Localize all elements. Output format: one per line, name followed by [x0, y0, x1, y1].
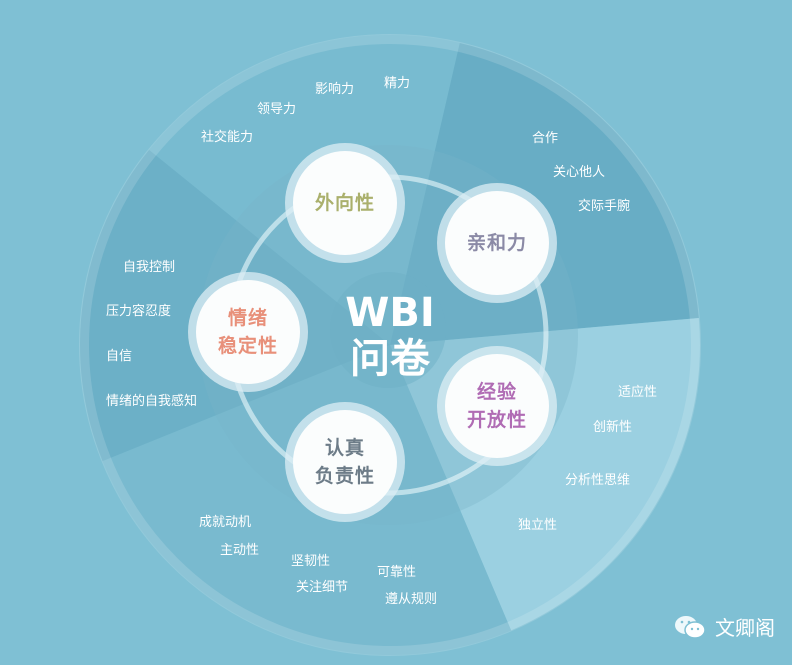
wechat-icon [675, 615, 706, 639]
facet-label: 遵从规则 [385, 592, 438, 607]
watermark: 文卿阁 [673, 612, 775, 641]
trait-label: 开放性 [466, 409, 527, 431]
trait-label: 经验 [476, 381, 517, 403]
trait-label: 认真 [324, 437, 365, 459]
wedge-conscientiousness [102, 345, 512, 655]
facet-label: 分析性思维 [565, 473, 631, 488]
title-line1: WBI [345, 290, 435, 336]
facet-label: 社交能力 [201, 130, 254, 145]
facet-label: 关注细节 [296, 580, 349, 595]
facet-label: 领导力 [257, 102, 297, 117]
watermark-text: 文卿阁 [715, 616, 775, 640]
trait-label: 稳定性 [217, 335, 278, 357]
trait-label: 外向性 [314, 192, 375, 214]
diagram-title: WBI 问卷 [330, 290, 450, 382]
trait-extraversion[interactable]: 外向性 [293, 151, 397, 255]
facet-label: 坚韧性 [291, 554, 331, 569]
trait-label: 情绪 [227, 307, 268, 329]
trait-openness[interactable]: 经验开放性 [445, 354, 549, 458]
facet-label: 关心他人 [553, 165, 606, 180]
facet-label: 交际手腕 [578, 199, 631, 214]
facet-label: 合作 [532, 131, 559, 146]
facet-label: 自信 [106, 349, 133, 364]
facet-label: 自我控制 [123, 260, 176, 275]
facet-label: 影响力 [315, 82, 355, 97]
facet-label: 压力容忍度 [106, 304, 172, 319]
facet-label: 适应性 [618, 385, 658, 400]
trait-label: 亲和力 [466, 232, 527, 254]
facet-label: 情绪的自我感知 [106, 394, 198, 409]
facet-label: 独立性 [518, 518, 558, 533]
trait-emotional-stability[interactable]: 情绪稳定性 [196, 280, 300, 384]
trait-label: 负责性 [314, 465, 375, 487]
facet-label: 创新性 [593, 420, 633, 435]
title-line2: 问卷 [350, 336, 430, 382]
facet-label: 成就动机 [199, 515, 252, 530]
facet-label: 主动性 [220, 543, 260, 558]
trait-agreeableness[interactable]: 亲和力 [445, 191, 549, 295]
trait-conscientiousness[interactable]: 认真负责性 [293, 410, 397, 514]
facet-label: 可靠性 [377, 565, 417, 580]
facet-label: 精力 [384, 76, 411, 91]
